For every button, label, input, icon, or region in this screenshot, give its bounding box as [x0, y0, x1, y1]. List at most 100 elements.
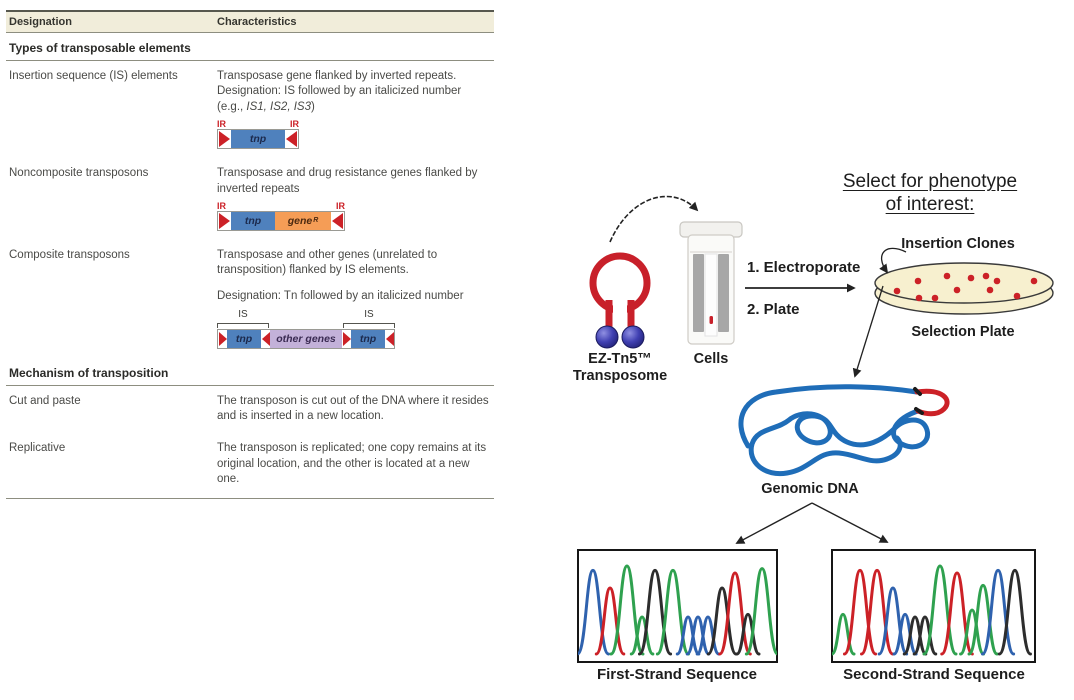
is-label: IS: [364, 309, 374, 321]
inverted-repeat-triangle-icon: [219, 213, 230, 230]
transposase-protein-icon: [595, 325, 619, 349]
dna-to-second-strand-arrow: [811, 502, 889, 543]
row-characteristics: The transposon is replicated; one copy r…: [217, 441, 494, 487]
row-designation: Cut and paste: [9, 394, 81, 407]
inverted-repeat-triangle-icon: [332, 213, 343, 230]
first-strand-label: First-Strand Sequence: [596, 666, 758, 683]
transposome-to-cells-arrow: [609, 195, 699, 243]
table-row: Noncomposite transposons Transposase and…: [6, 158, 494, 240]
second-strand-label: Second-Strand Sequence: [843, 666, 1025, 683]
trace-peak: [922, 564, 958, 656]
row-designation: Insertion sequence (IS) elements: [9, 70, 178, 82]
tnp-gene-segment: tnp: [351, 329, 385, 348]
trace-peak: [877, 586, 909, 656]
trace-peak: [706, 586, 738, 656]
section-types-of-transposable-elements: Types of transposable elements: [6, 33, 494, 61]
characteristics-text: The transposon is cut out of the DNA whe…: [217, 394, 489, 423]
table-bottom-rule: [6, 497, 494, 499]
inverted-repeat-triangle-icon: [286, 131, 297, 148]
inverted-repeat-labels: IR IR: [217, 201, 345, 211]
inverted-repeat-triangle-icon: [219, 131, 230, 148]
trace-peak: [744, 567, 777, 656]
select-phenotype-heading: Select for phenotype of interest:: [842, 171, 1018, 215]
inverted-repeat-triangle-icon: [261, 331, 270, 346]
trace-peak: [685, 615, 711, 656]
is-element-map: IR IR tnp: [217, 119, 490, 150]
inverted-repeat-triangle-icon: [342, 331, 351, 346]
cells-label: Cells: [693, 351, 729, 367]
dna-to-first-strand-arrow: [735, 502, 813, 544]
second-strand-trace: [832, 564, 1032, 656]
trace-peak: [695, 615, 721, 656]
ir-label: IR: [217, 119, 226, 130]
step2-plate-label: 2. Plate: [747, 301, 800, 318]
row-designation: Composite transposons: [9, 249, 130, 262]
row-designation: Noncomposite transposons: [9, 167, 149, 180]
colony-dot: [915, 294, 923, 302]
other-genes-segment: other genes: [270, 329, 342, 348]
trace-peak: [912, 615, 938, 656]
row-characteristics: The transposon is cut out of the DNA whe…: [217, 394, 494, 425]
transposome-label: EZ-Tn5™ Transposome: [572, 351, 668, 384]
is-label: IS: [238, 309, 248, 321]
colony-dot: [982, 272, 990, 280]
colony-dot: [914, 277, 922, 285]
characteristics-text: Designation: Tn followed by an italicize…: [217, 289, 464, 302]
trace-peak: [981, 568, 1016, 656]
table-row: Replicative The transposon is replicated…: [6, 433, 494, 496]
inverted-repeat-triangle-icon: [218, 331, 227, 346]
colony-dot: [1030, 277, 1038, 285]
inverted-repeat-triangle-icon: [385, 331, 394, 346]
colony-dot: [953, 286, 961, 294]
colony-dot: [1013, 292, 1021, 300]
is-element-bar: tnp: [217, 129, 299, 150]
cuvette-icon: [679, 221, 743, 345]
composite-transposon-map: IS IS tnp other genes tnp: [217, 308, 395, 349]
insertion-clones-pointer-arrow: [879, 247, 907, 274]
table-header-characteristics: Characteristics: [217, 16, 297, 28]
step1-electroporate-label: 1. Electroporate: [747, 259, 861, 276]
row-characteristics: Transposase gene flanked by inverted rep…: [217, 69, 494, 150]
trace-peak: [718, 571, 752, 656]
colony-dot: [967, 274, 975, 282]
bracket-icon: [343, 322, 395, 328]
tnp-gene-segment: tnp: [231, 212, 275, 231]
ir-label: IR: [290, 119, 299, 130]
characteristics-text: The transposon is replicated; one copy r…: [217, 442, 487, 486]
section-mechanism-of-transposition: Mechanism of transposition: [6, 358, 494, 386]
trace-peak: [967, 583, 999, 656]
trace-peak: [842, 568, 878, 656]
colony-dot: [931, 294, 939, 302]
insertion-clones-label: Insertion Clones: [901, 236, 1015, 252]
colony-dot: [943, 272, 951, 280]
trace-peak: [892, 612, 918, 656]
trace-peak: [997, 568, 1032, 656]
transposase-protein-icon: [621, 325, 645, 349]
colonies-group: [893, 272, 1038, 302]
trace-peak: [902, 615, 928, 656]
transposon-insert-icon: [914, 388, 950, 417]
ir-label: IR: [217, 201, 226, 212]
colony-dot: [993, 277, 1001, 285]
trace-peak: [860, 568, 895, 656]
colony-dot: [986, 286, 994, 294]
composite-transposon-bar: tnp other genes tnp: [217, 328, 395, 349]
inverted-repeat-labels: IR IR: [217, 119, 299, 129]
characteristics-text: Transposase and drug resistance genes fl…: [217, 167, 478, 195]
ez-tn5-workflow-diagram: Select for phenotype of interest: EZ-Tn5…: [534, 0, 1074, 700]
is-bracket-labels: IS IS: [217, 308, 395, 328]
trace-peak: [735, 612, 761, 656]
ir-label: IR: [336, 201, 345, 212]
table-row: Cut and paste The transposon is cut out …: [6, 386, 494, 434]
plate-to-dna-arrow: [852, 285, 884, 378]
tnp-gene-segment: tnp: [231, 130, 285, 149]
selection-plate-label: Selection Plate: [911, 324, 1015, 340]
colony-dot: [893, 287, 901, 295]
first-strand-trace-box: [577, 549, 778, 663]
trace-peak: [594, 586, 626, 656]
tnp-gene-segment: tnp: [227, 329, 261, 348]
